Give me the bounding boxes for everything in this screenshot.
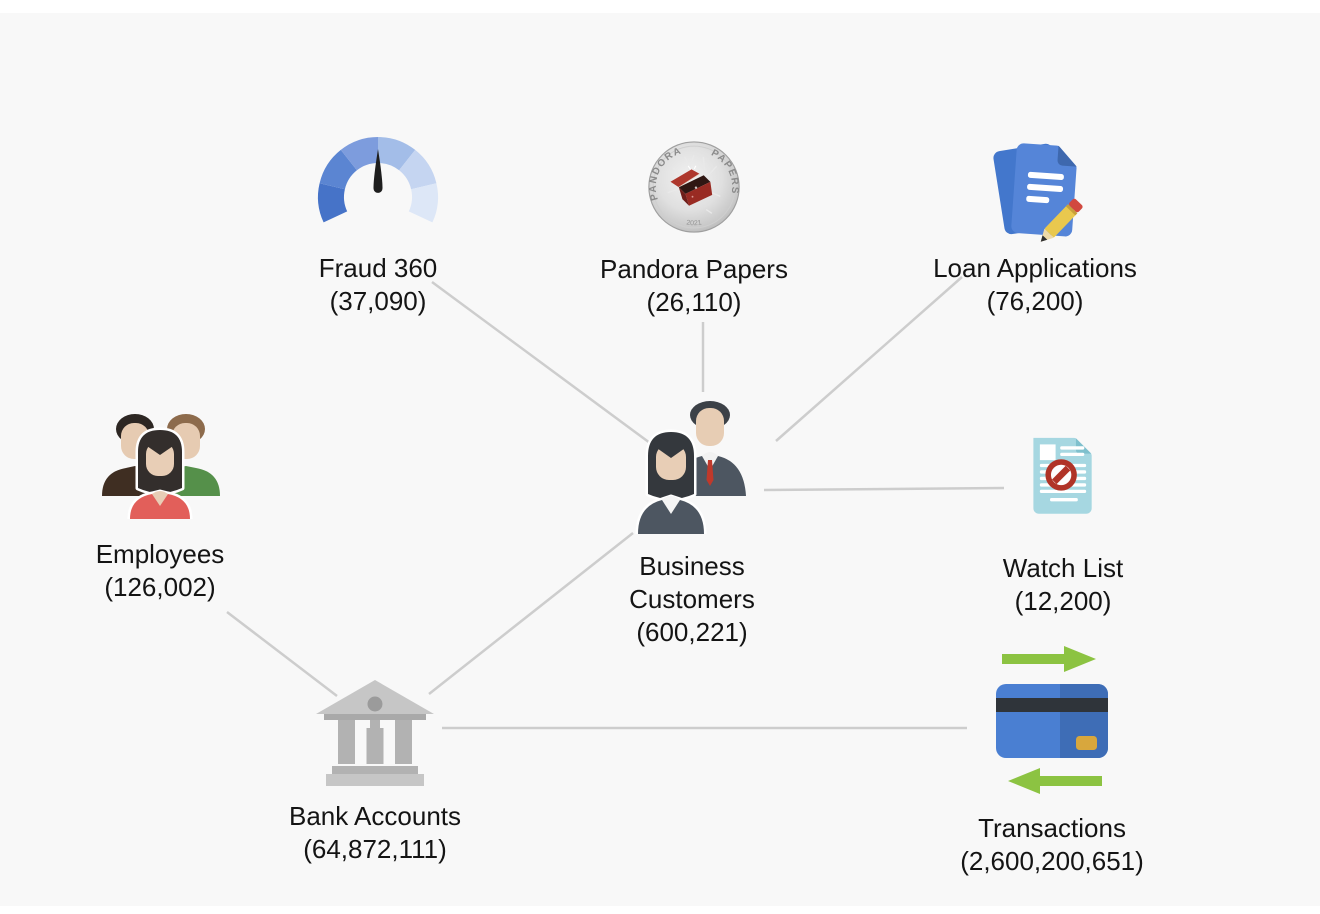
loan-documents-icon xyxy=(993,143,1083,242)
node-count: (37,090) xyxy=(329,286,427,316)
node-count: (12,200) xyxy=(1014,586,1112,616)
node-fraud-360[interactable]: Fraud 360 (37,090) xyxy=(268,133,488,318)
node-transactions[interactable]: Transactions (2,600,200,651) xyxy=(932,646,1172,878)
node-count: (76,200) xyxy=(986,286,1084,316)
gauge-icon xyxy=(317,136,439,223)
node-employees[interactable]: Employees (126,002) xyxy=(50,404,270,604)
arrow-left-icon xyxy=(1008,768,1102,794)
people-group-icon xyxy=(102,414,220,519)
node-count: (2,600,200,651) xyxy=(960,846,1144,876)
node-pandora-papers[interactable]: PANDORA PAPERS 2021 Pandora Papers (26,1… xyxy=(564,140,824,319)
node-count: (64,872,111) xyxy=(303,834,447,864)
node-label: Bank Accounts xyxy=(289,801,461,831)
node-label: Transactions xyxy=(978,813,1126,843)
pandora-coin-icon: PANDORA PAPERS 2021 xyxy=(648,141,740,233)
blocked-document-icon xyxy=(1033,437,1092,514)
node-count: (26,110) xyxy=(646,287,742,317)
node-business-customers[interactable]: Business Customers (600,221) xyxy=(612,396,772,649)
node-label: Loan Applications xyxy=(933,253,1137,283)
credit-card-transfer-icon xyxy=(996,646,1108,794)
node-label: Pandora Papers xyxy=(600,254,788,284)
node-watch-list[interactable]: Watch List (12,200) xyxy=(963,428,1163,618)
svg-text:2021: 2021 xyxy=(686,219,702,227)
node-label: Fraud 360 xyxy=(318,253,438,283)
node-label: Watch List xyxy=(1002,553,1124,583)
node-bank-accounts[interactable]: Bank Accounts (64,872,111) xyxy=(255,678,495,866)
node-count: (600,221) xyxy=(636,617,748,647)
business-people-icon xyxy=(635,401,746,534)
node-label: Employees xyxy=(95,539,225,569)
node-loan-applications[interactable]: Loan Applications (76,200) xyxy=(905,133,1165,318)
arrow-right-icon xyxy=(1002,646,1096,672)
bank-building-icon xyxy=(316,680,434,786)
node-label: Business Customers xyxy=(629,551,755,614)
node-count: (126,002) xyxy=(104,572,216,602)
